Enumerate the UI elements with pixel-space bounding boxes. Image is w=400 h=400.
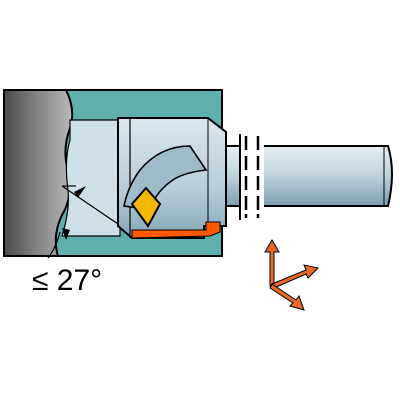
angle-reference-line xyxy=(61,185,119,225)
bore-wall xyxy=(61,119,121,237)
coolant-channel xyxy=(131,221,221,239)
angle-label: ≤ 27° xyxy=(32,264,103,297)
feed-direction-arrows xyxy=(264,239,320,311)
arrow-up-icon xyxy=(264,239,280,287)
shank-join-right xyxy=(264,145,274,207)
angle-arrowhead-lower xyxy=(62,228,70,240)
angle-arc xyxy=(47,231,61,259)
break-gap xyxy=(240,134,264,220)
boring-bar-shank xyxy=(225,145,393,207)
arrow-diagonal-icon xyxy=(269,283,305,311)
angle-arrowhead-upper xyxy=(74,186,86,198)
shank-join xyxy=(226,145,240,207)
arrow-right-icon xyxy=(271,264,320,289)
insert xyxy=(130,186,162,228)
